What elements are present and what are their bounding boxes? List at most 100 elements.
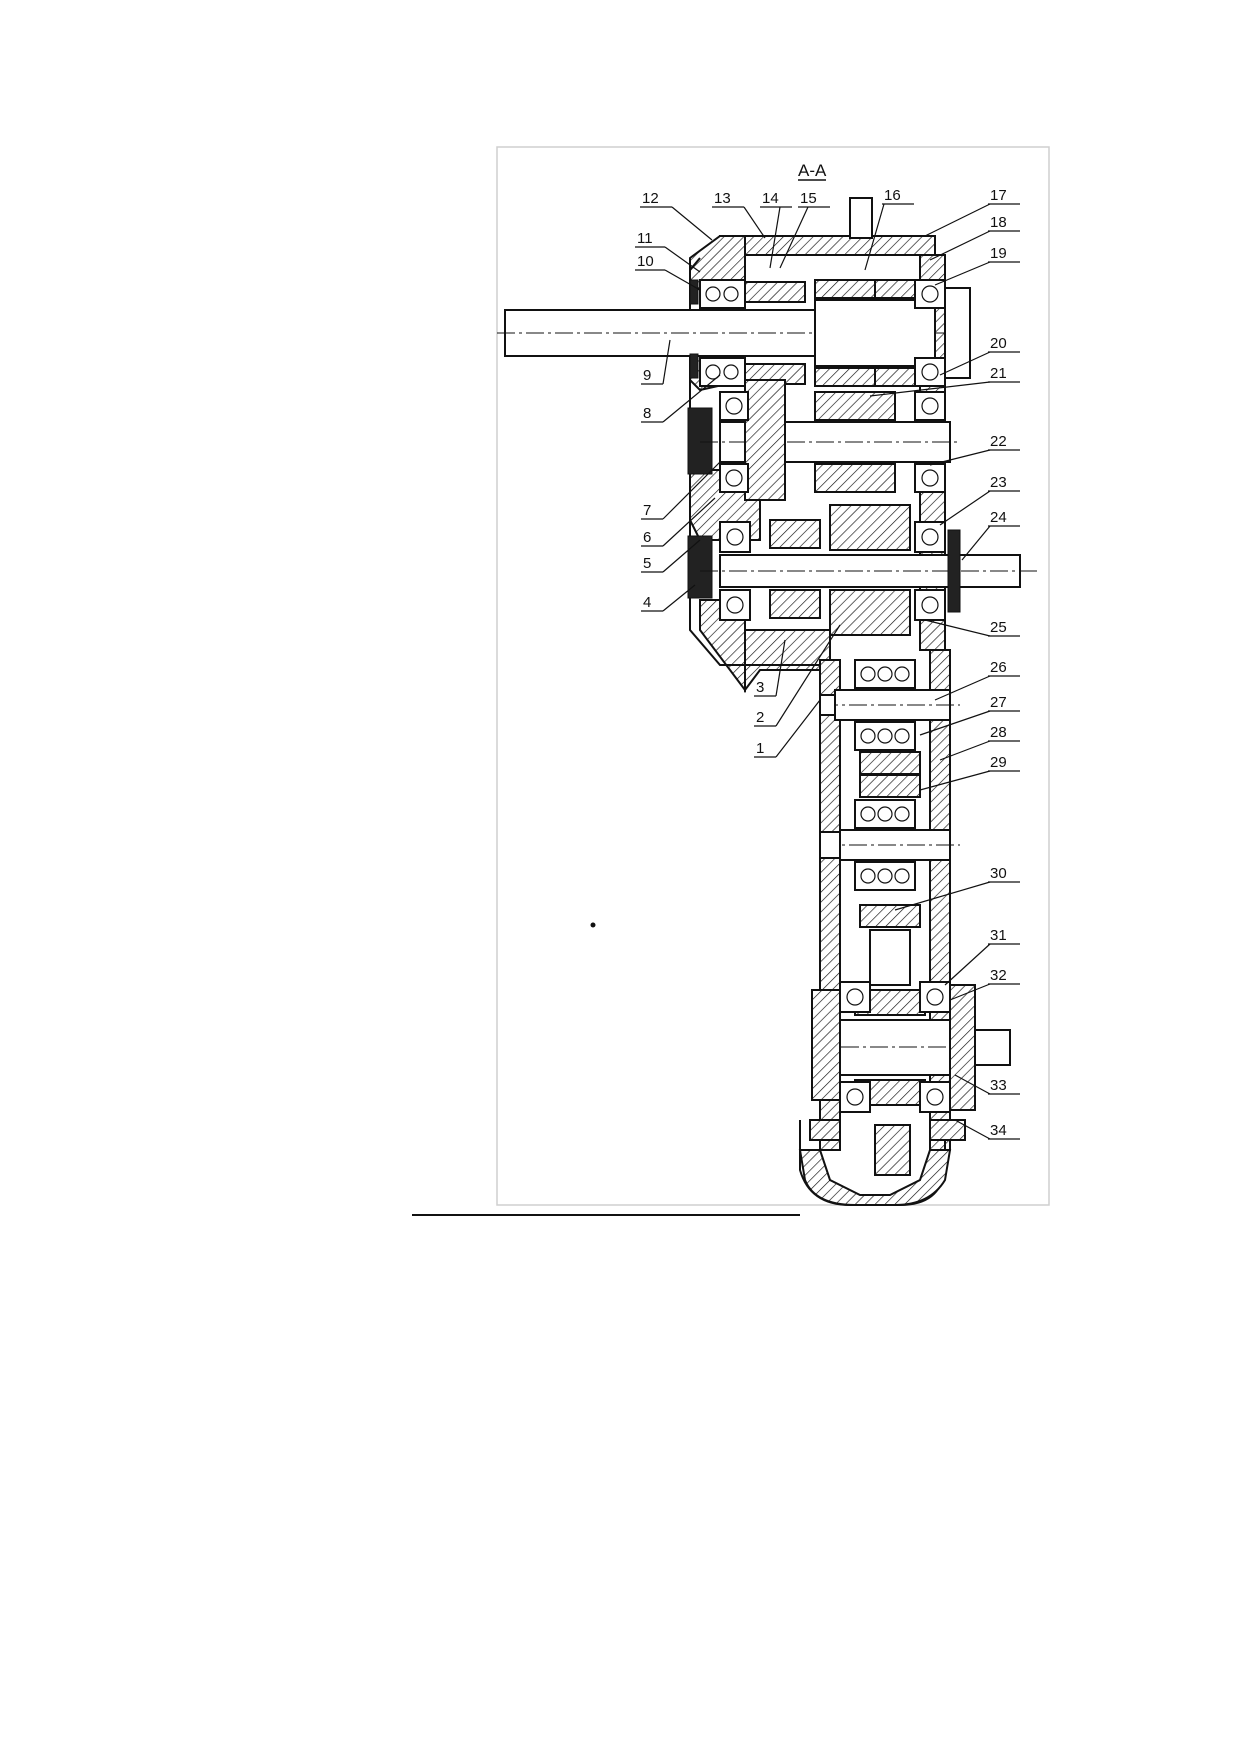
leader-line: [961, 525, 991, 561]
callout-19: 19: [934, 245, 1020, 286]
leader-line: [929, 230, 991, 261]
callout-label: 25: [990, 619, 1007, 636]
leader-line: [939, 740, 991, 761]
callout-label: 29: [990, 754, 1007, 771]
leader-line: [775, 639, 786, 697]
leader-line: [775, 624, 841, 727]
callout-label: 10: [637, 253, 654, 270]
leader-line: [934, 675, 991, 701]
leader-line: [775, 699, 821, 758]
bearing: [719, 521, 751, 621]
callout-label: 23: [990, 474, 1007, 491]
leader-line: [954, 1119, 991, 1140]
bearing: [854, 659, 916, 751]
output-shaft: [687, 504, 1040, 636]
callout-label: 32: [990, 967, 1007, 984]
bearing: [914, 521, 946, 621]
callout-label: 8: [643, 405, 651, 422]
callout-label: 18: [990, 214, 1007, 231]
callout-27: 27: [919, 694, 1020, 736]
leader-line: [864, 203, 885, 271]
callout-16: 16: [864, 187, 914, 271]
callout-7: 7: [641, 461, 721, 520]
callout-label: 34: [990, 1122, 1007, 1139]
callout-25: 25: [924, 619, 1020, 637]
leader-line: [924, 203, 991, 237]
callout-13: 13: [712, 190, 766, 239]
callout-29: 29: [919, 754, 1020, 791]
leader-line: [662, 584, 696, 612]
callout-8: 8: [641, 374, 721, 423]
leader-line: [954, 1074, 991, 1095]
leader-line: [769, 206, 781, 269]
leader-line: [662, 461, 721, 520]
bearing: [699, 279, 746, 387]
leader-line: [939, 490, 991, 526]
callout-23: 23: [939, 474, 1020, 526]
leader-line: [944, 943, 991, 986]
callout-26: 26: [934, 659, 1020, 701]
callout-label: 16: [884, 187, 901, 204]
callout-label: 7: [643, 502, 651, 519]
leader-line: [664, 269, 701, 291]
leader-line: [919, 770, 991, 791]
bearing: [914, 391, 946, 493]
drawing-frame: [496, 146, 1050, 1206]
callout-label: 33: [990, 1077, 1007, 1094]
callout-label: 31: [990, 927, 1007, 944]
callout-2: 2: [754, 624, 841, 727]
bearing: [919, 981, 951, 1113]
callout-12: 12: [640, 190, 713, 241]
callout-24: 24: [961, 509, 1020, 561]
leader-line: [662, 339, 671, 385]
leader-line: [949, 983, 991, 1001]
lower-shaft-middle: [819, 799, 960, 986]
callout-20: 20: [939, 335, 1020, 376]
callout-33: 33: [954, 1074, 1020, 1095]
callout-18: 18: [929, 214, 1020, 261]
callout-label: 17: [990, 187, 1007, 204]
callout-label: 9: [643, 367, 651, 384]
bearing: [854, 799, 916, 891]
section-title: A-A: [798, 161, 827, 180]
callout-31: 31: [944, 927, 1020, 986]
callout-label: 14: [762, 190, 779, 207]
lower-shaft-bottom: [811, 981, 1011, 1176]
callout-label: 15: [800, 190, 817, 207]
callout-label: 22: [990, 433, 1007, 450]
callout-5: 5: [641, 539, 701, 573]
callout-label: 5: [643, 555, 651, 572]
callout-label: 24: [990, 509, 1007, 526]
intermediate-shaft: [687, 379, 960, 501]
leader-line: [939, 351, 991, 376]
callout-label: 21: [990, 365, 1007, 382]
lower-shaft-upper: [819, 659, 960, 798]
callout-6: 6: [641, 497, 716, 547]
callout-17: 17: [924, 187, 1020, 237]
bearing: [914, 279, 946, 387]
callout-21: 21: [869, 365, 1020, 397]
callout-label: 13: [714, 190, 731, 207]
callout-label: 27: [990, 694, 1007, 711]
callout-4: 4: [641, 584, 696, 612]
callout-label: 12: [642, 190, 659, 207]
callout-9: 9: [641, 339, 671, 385]
callout-label: 3: [756, 679, 764, 696]
leader-line: [662, 374, 721, 423]
callout-10: 10: [635, 253, 701, 291]
leader-line: [662, 497, 716, 547]
bearing: [839, 981, 871, 1113]
bearing: [719, 391, 749, 493]
callout-15: 15: [779, 190, 830, 269]
leader-line: [924, 619, 991, 637]
leader-line: [662, 539, 701, 573]
callout-label: 6: [643, 529, 651, 546]
callout-label: 28: [990, 724, 1007, 741]
callout-30: 30: [894, 865, 1020, 911]
callout-label: 26: [990, 659, 1007, 676]
callout-34: 34: [954, 1119, 1020, 1140]
callout-14: 14: [760, 190, 792, 269]
callout-11: 11: [635, 230, 701, 273]
